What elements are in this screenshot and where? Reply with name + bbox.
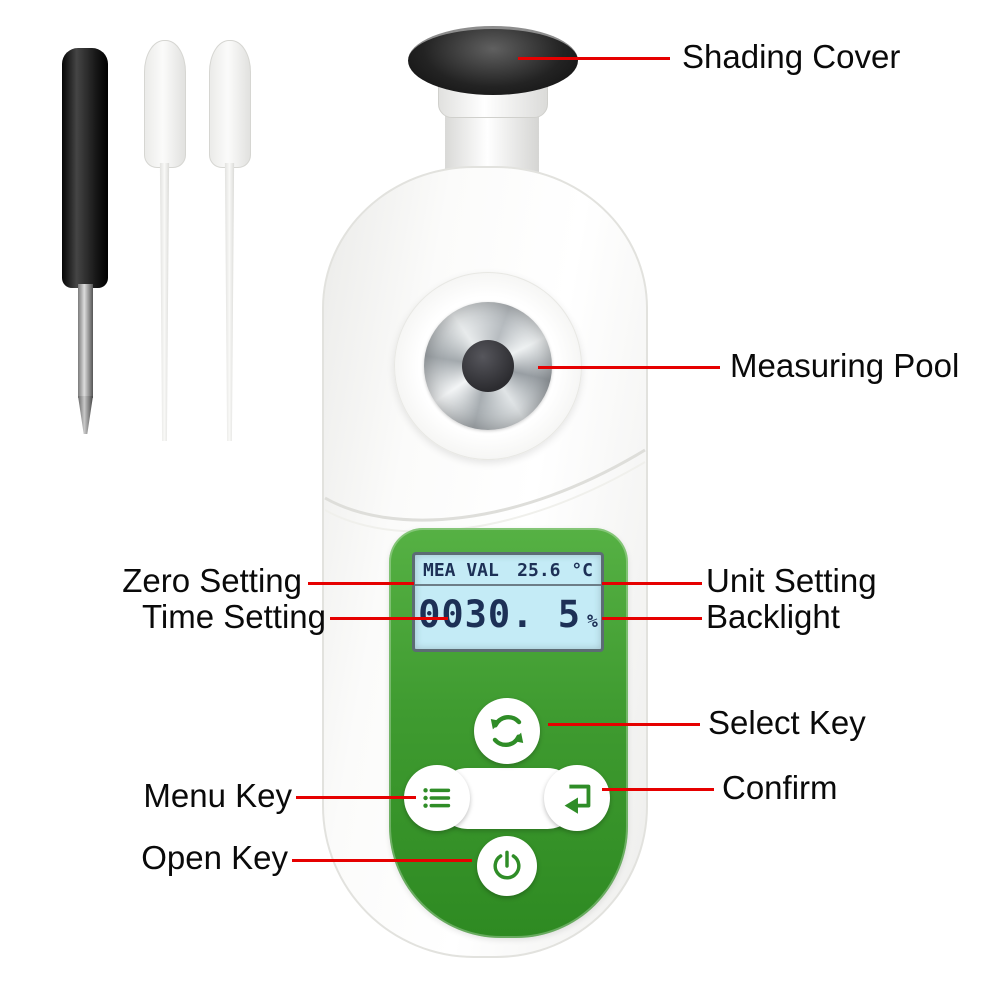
callout-line-measuring-pool [538,366,720,369]
shading-cover [408,26,578,95]
screwdriver-tip [78,396,93,434]
pipette-stem [159,163,170,441]
power-icon [493,850,521,880]
pipette-stem [224,163,235,441]
callout-line-confirm [602,788,714,791]
screwdriver-shaft [78,284,93,398]
open-key-button [477,836,537,896]
select-key-button [474,698,540,764]
lcd-display: MEA VAL 25.6 °C 0030. 5 % [412,552,604,652]
callout-label-measuring-pool: Measuring Pool [730,347,960,384]
enter-arrow-icon [564,784,591,814]
callout-label-unit-setting: Unit Setting [706,562,877,599]
callout-line-time-setting [330,617,448,620]
callout-label-open-key: Open Key [141,839,288,876]
screwdriver-handle [62,48,108,288]
callout-line-unit-setting [602,582,702,585]
pipette-bulb [209,40,251,168]
callout-label-select-key: Select Key [708,704,866,741]
callout-line-select-key [548,723,700,726]
lcd-value: 0030. 5 [418,593,582,636]
callout-label-menu-key: Menu Key [143,777,292,814]
callout-label-confirm: Confirm [722,769,838,806]
menu-list-icon [423,788,451,808]
callout-line-menu-key [296,796,416,799]
callout-line-backlight [602,617,702,620]
lcd-temperature: 25.6 °C [517,560,593,581]
lcd-unit: % [587,611,598,632]
callout-label-backlight: Backlight [706,598,840,635]
cycle-arrows-icon [490,714,524,748]
measuring-pool-prism [462,340,514,392]
pipette-bulb [144,40,186,168]
callout-line-zero-setting [308,582,414,585]
confirm-key-button [544,765,610,831]
callout-label-time-setting: Time Setting [141,598,326,635]
callout-label-zero-setting: Zero Setting [122,562,302,599]
callout-label-shading-cover: Shading Cover [682,38,901,75]
callout-line-shading-cover [518,57,670,60]
callout-line-open-key [292,859,472,862]
lcd-mode-label: MEA VAL [423,560,499,581]
